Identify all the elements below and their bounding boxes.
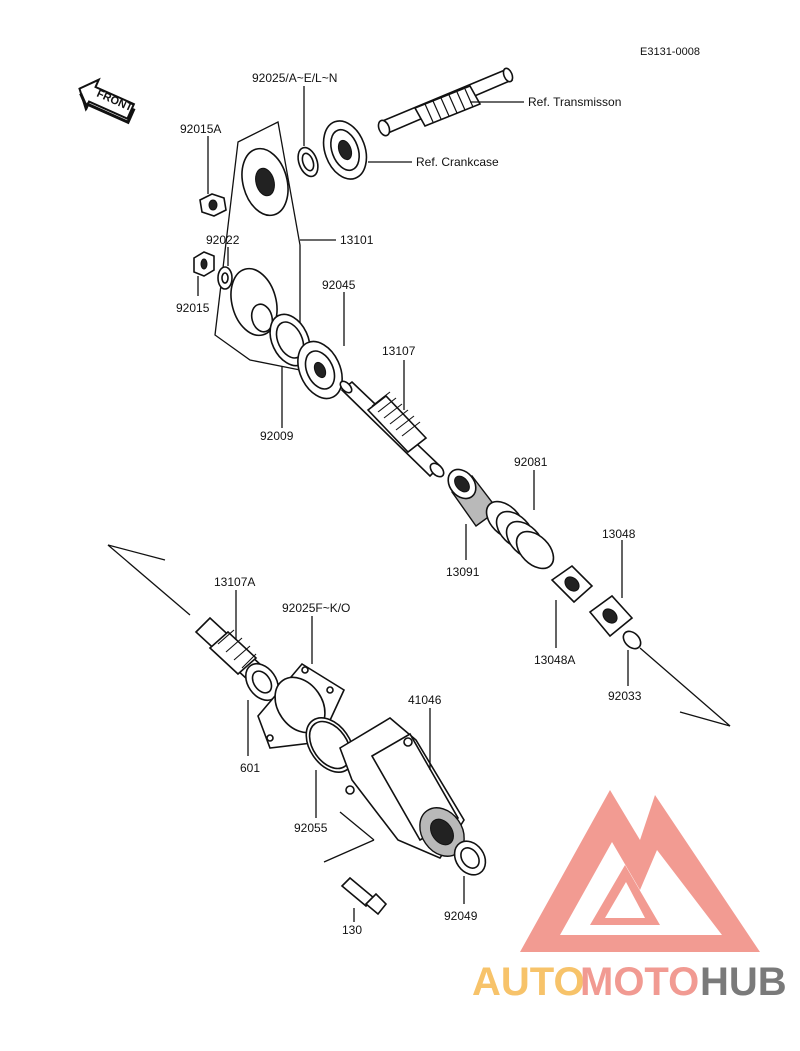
circlip-92033	[622, 630, 642, 650]
front-arrow-icon	[78, 77, 136, 125]
part-label-13101: 13101	[340, 233, 374, 247]
part-label-92033: 92033	[608, 689, 642, 703]
spring-92081	[485, 500, 555, 570]
part-label-92025-a-n: 92025/A~E/L~N	[252, 71, 337, 85]
part-label-13091: 13091	[446, 565, 480, 579]
ref-crankcase-label: Ref. Crankcase	[416, 155, 499, 169]
bearing-92045	[297, 340, 343, 400]
cam-13048a	[550, 564, 594, 604]
part-label-92009: 92009	[260, 429, 294, 443]
part-label-13107: 13107	[382, 344, 416, 358]
diagram-code: E3131-0008	[640, 46, 700, 58]
part-label-92015a: 92015A	[180, 122, 221, 136]
o-ring-92055	[305, 717, 355, 773]
seal-92049	[453, 840, 487, 876]
part-label-92049: 92049	[444, 909, 478, 923]
nut-92015a	[199, 193, 227, 217]
part-label-13107a: 13107A	[214, 575, 255, 589]
part-label-41046: 41046	[408, 693, 442, 707]
part-label-130: 130	[342, 923, 362, 937]
watermark-auto: AUTO	[472, 960, 585, 1004]
part-label-13048: 13048	[602, 527, 636, 541]
part-label-92081: 92081	[514, 455, 548, 469]
pinion-shaft-13107a	[194, 616, 264, 682]
watermark-moto: MOTO	[580, 960, 699, 1004]
part-label-92025f-k-o: 92025F~K/O	[282, 601, 350, 615]
watermark-logo	[520, 790, 760, 952]
cam-13048	[588, 594, 634, 638]
watermark-hub: HUB	[700, 960, 787, 1004]
bevel-gear-lower	[230, 267, 278, 337]
part-label-92045: 92045	[322, 278, 356, 292]
part-label-92055: 92055	[294, 821, 328, 835]
ref-transmission-label: Ref. Transmisson	[528, 95, 621, 109]
shim-92025	[297, 146, 319, 178]
housing-41046	[339, 717, 465, 860]
seal-601	[244, 662, 280, 702]
bearing-crankcase	[322, 120, 368, 180]
part-label-601: 601	[240, 761, 260, 775]
part-label-92022: 92022	[206, 233, 240, 247]
part-label-13048a: 13048A	[534, 653, 575, 667]
drive-shaft-13107	[339, 380, 445, 478]
part-label-92015: 92015	[176, 301, 210, 315]
nut-92015	[193, 251, 215, 277]
bevel-gear-upper	[241, 147, 289, 217]
washer-92022	[217, 266, 233, 290]
bolt-130	[340, 876, 388, 916]
transmission-shaft	[377, 67, 514, 137]
